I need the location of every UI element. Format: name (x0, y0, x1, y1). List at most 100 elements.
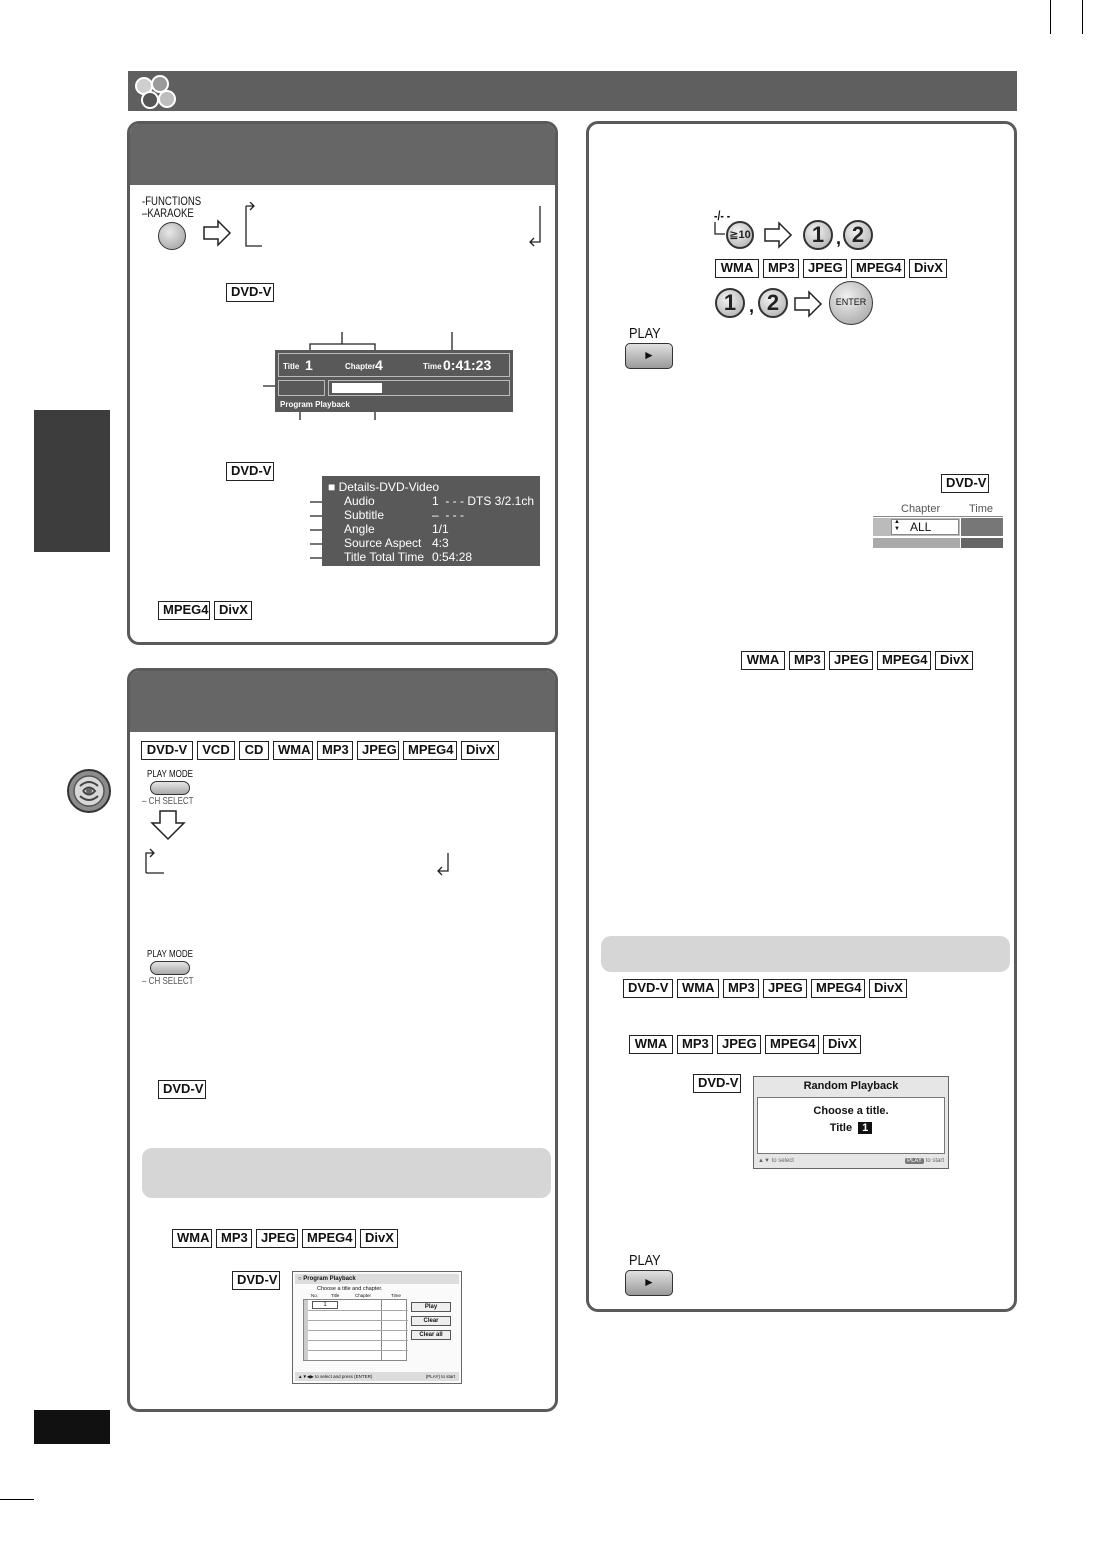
program-column-header: No. (311, 1293, 319, 1298)
osd-chapter-label: Chapter (345, 362, 376, 371)
program-title: ○ Program Playback (295, 1274, 459, 1284)
program-play-button[interactable]: Play (411, 1302, 451, 1312)
format-tag-wma: WMA (273, 741, 313, 760)
time-label: Time (969, 503, 994, 515)
number-1-button-b[interactable]: 1 (715, 288, 745, 318)
format-tag-mpeg4: MPEG4 (811, 979, 865, 998)
number-1-button[interactable]: 1 (803, 220, 833, 250)
format-tag-dvd-v: DVD-V (693, 1074, 741, 1093)
format-tag-jpeg: JPEG (717, 1035, 761, 1054)
details-row-label: Angle (344, 522, 375, 536)
play-mode-label-2: PLAY MODE (147, 949, 193, 960)
program-first-row[interactable]: 1 (312, 1301, 338, 1309)
format-tag-divx: DivX (909, 259, 947, 278)
trim-mark (1050, 0, 1051, 34)
number-2-button[interactable]: 2 (843, 220, 873, 250)
karaoke-label: –KARAOKE (142, 206, 194, 220)
ten-plus-button[interactable]: ≧10 (726, 221, 754, 249)
format-tag-dvd-v: DVD-V (623, 979, 673, 998)
page-number-tab (34, 1410, 110, 1444)
format-tag-dvd-v: DVD-V (941, 474, 989, 493)
format-tag-divx: DivX (935, 651, 973, 670)
format-tag-divx: DivX (360, 1229, 398, 1248)
arrow-down-icon (150, 810, 186, 841)
details-row-label: Audio (344, 494, 375, 508)
format-tag-jpeg: JPEG (763, 979, 807, 998)
format-tag-mp3: MP3 (763, 259, 799, 278)
format-tag-wma: WMA (715, 259, 759, 278)
subsection-header-program (142, 1148, 551, 1198)
play-mode-button[interactable] (150, 781, 190, 795)
format-tag-mpeg4: MPEG4 (302, 1229, 356, 1248)
osd-row-bottom-right (328, 380, 510, 396)
format-tag-wma: WMA (741, 651, 785, 670)
play-label-2: PLAY (629, 1252, 661, 1269)
program-clear-button[interactable]: Clear (411, 1316, 451, 1326)
osd-row-top (278, 353, 510, 377)
enter-button[interactable]: ENTER (829, 281, 873, 325)
chapter-field[interactable]: ALL (891, 519, 959, 535)
program-clear-all-button[interactable]: Clear all (411, 1330, 451, 1340)
play-button[interactable]: ► (625, 343, 673, 369)
format-tag-dvd-v: DVD-V (141, 741, 193, 760)
format-tag-dvd-v: DVD-V (158, 1080, 206, 1099)
program-instruction: Choose a title and chapter. (317, 1286, 383, 1292)
chapter-tab (34, 410, 110, 552)
details-row-value: 4:3 (432, 536, 449, 550)
format-tag-dvd-v: DVD-V (226, 462, 274, 481)
chapter-bar (873, 538, 960, 548)
program-column-header: Chapter (355, 1293, 372, 1298)
chapter-box: Chapter Time ALL ▲▼ (873, 501, 1003, 548)
format-tag-mpeg4: MPEG4 (403, 741, 457, 760)
ch-select-label: – CH SELECT (142, 796, 194, 807)
play-label: PLAY (629, 325, 661, 342)
functions-button[interactable] (158, 222, 186, 250)
program-table: 1 (303, 1299, 408, 1361)
random-title-row: Title 1 (758, 1122, 944, 1134)
format-tag-jpeg: JPEG (357, 741, 399, 760)
cycle-bracket (245, 202, 541, 247)
details-row-label: Subtitle (344, 508, 385, 522)
format-tag-mp3: MP3 (317, 741, 353, 760)
play-mode-button-2[interactable] (150, 961, 190, 975)
page-header-bar (128, 71, 1017, 111)
osd-mode-label: Program Playback (280, 400, 350, 409)
program-footer: ▲▼◀▶ to select and press (ENTER) (PLAY) … (295, 1372, 459, 1381)
format-tag-mp3: MP3 (789, 651, 825, 670)
play-mode-label: PLAY MODE (147, 769, 193, 780)
random-playback-screen: Random Playback Choose a title. Title 1 … (753, 1076, 949, 1169)
details-row-value: 1 - - - DTS 3/2.1ch (432, 494, 535, 508)
number-2-button-b[interactable]: 2 (758, 288, 788, 318)
program-playback-screen: ○ Program Playback Choose a title and ch… (292, 1271, 462, 1384)
format-tag-jpeg: JPEG (829, 651, 873, 670)
trim-mark (0, 1499, 34, 1500)
random-line1: Choose a title. (813, 1105, 889, 1117)
trim-mark (1082, 0, 1083, 34)
osd-title-value: 1 (305, 357, 313, 373)
arrow-right-icon (794, 290, 823, 318)
panel-header (130, 124, 555, 185)
num-button-label: -/- - (714, 208, 731, 223)
num-button-hook (714, 222, 725, 235)
arrow-right-icon (203, 219, 232, 247)
comma: , (836, 228, 842, 248)
details-row-value: 0:54:28 (432, 550, 473, 564)
osd-time-label: Time (423, 362, 442, 371)
format-tag-mp3: MP3 (677, 1035, 713, 1054)
spinner-icon: ▲▼ (894, 519, 900, 532)
time-field (961, 518, 1003, 536)
osd-display: Title 1 Chapter 4 Time 0:41:23 Program P… (275, 350, 513, 412)
disc-icon (67, 769, 111, 813)
play-button-2[interactable]: ► (625, 1270, 673, 1296)
panel-header (130, 671, 555, 732)
osd-row-bottom-left (278, 380, 325, 396)
comma: , (749, 296, 755, 316)
osd-chapter-value: 4 (375, 357, 383, 373)
format-tag-wma: WMA (629, 1035, 673, 1054)
random-title-value[interactable]: 1 (858, 1122, 873, 1134)
arrow-right-icon (764, 221, 793, 249)
discs-icon (135, 75, 176, 109)
details-row-label: Title Total Time (344, 550, 425, 564)
